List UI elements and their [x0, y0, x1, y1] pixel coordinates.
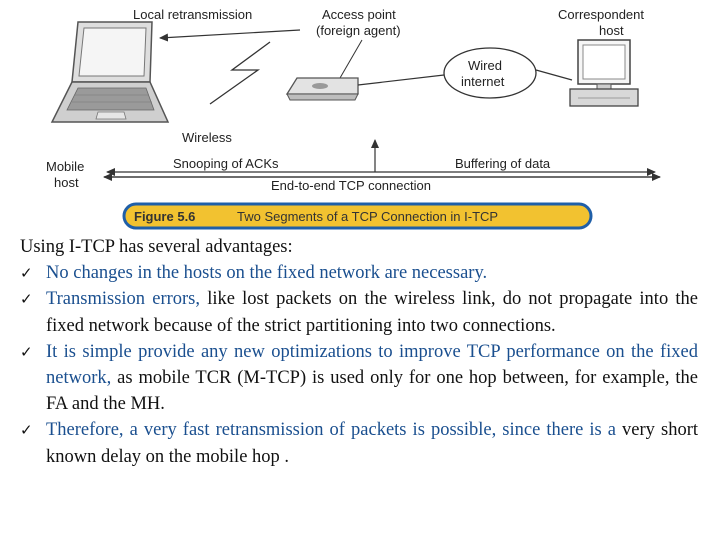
label-internet: internet — [461, 74, 505, 89]
label-wireless: Wireless — [182, 130, 232, 145]
label-wired: Wired — [468, 58, 502, 73]
label-foreign-agent: (foreign agent) — [316, 23, 401, 38]
local-retransmission-arrow — [159, 29, 301, 42]
advantages-list: ✓ No changes in the hosts on the fixed n… — [20, 260, 698, 470]
label-snooping: Snooping of ACKs — [173, 156, 279, 171]
wired-link-ap — [357, 74, 445, 86]
label-local-retransmission: Local retransmission — [133, 7, 252, 22]
checkmark-icon: ✓ — [20, 342, 33, 361]
access-point-icon — [285, 77, 359, 101]
advantage-highlight: It is simple provide any new optimizatio… — [46, 341, 698, 389]
laptop-icon — [50, 21, 170, 123]
checkmark-icon: ✓ — [20, 290, 33, 309]
wired-internet-cloud-icon — [443, 47, 537, 99]
label-mobile-host: host — [54, 175, 79, 190]
advantage-item: ✓ It is simple provide any new optimizat… — [20, 339, 698, 418]
desktop-computer-icon — [569, 39, 639, 107]
advantage-rest: as mobile TCR (M-TCP) is used only for o… — [46, 368, 698, 415]
advantage-item: ✓ No changes in the hosts on the fixed n… — [20, 260, 698, 286]
i-tcp-diagram: Local retransmission Access point (forei… — [46, 7, 661, 230]
advantage-item: ✓ Transmission errors, like lost packets… — [20, 286, 698, 338]
advantage-highlight: Transmission errors, — [46, 289, 201, 310]
label-end-to-end: End-to-end TCP connection — [271, 178, 431, 193]
advantage-item: ✓ Therefore, a very fast retransmission … — [20, 417, 698, 469]
label-correspondent-host: host — [599, 23, 624, 38]
wireless-link-icon — [209, 41, 271, 105]
advantage-highlight: Therefore, a very fast retransmission of… — [46, 420, 616, 441]
wired-link-host — [535, 69, 573, 81]
label-buffering: Buffering of data — [455, 156, 551, 171]
label-correspondent: Correspondent — [558, 7, 644, 22]
advantage-rest: very short known delay on the mobile hop… — [46, 420, 698, 467]
figure-title: Two Segments of a TCP Connection in I-TC… — [237, 209, 498, 224]
checkmark-icon: ✓ — [20, 264, 33, 283]
label-mobile: Mobile — [46, 159, 84, 174]
advantage-rest: like lost packets on the wireless link, … — [46, 289, 698, 336]
intro-text: Using I-TCP has several advantages: — [20, 237, 293, 257]
label-access-point: Access point — [322, 7, 396, 22]
figure-number: Figure 5.6 — [134, 209, 195, 224]
access-point-pointer — [339, 39, 363, 79]
figure-caption-bar — [122, 202, 593, 230]
checkmark-icon: ✓ — [20, 421, 33, 440]
advantage-highlight: No changes in the hosts on the fixed net… — [46, 263, 488, 284]
advantages-text: Using I-TCP has several advantages: ✓ No… — [20, 234, 698, 470]
